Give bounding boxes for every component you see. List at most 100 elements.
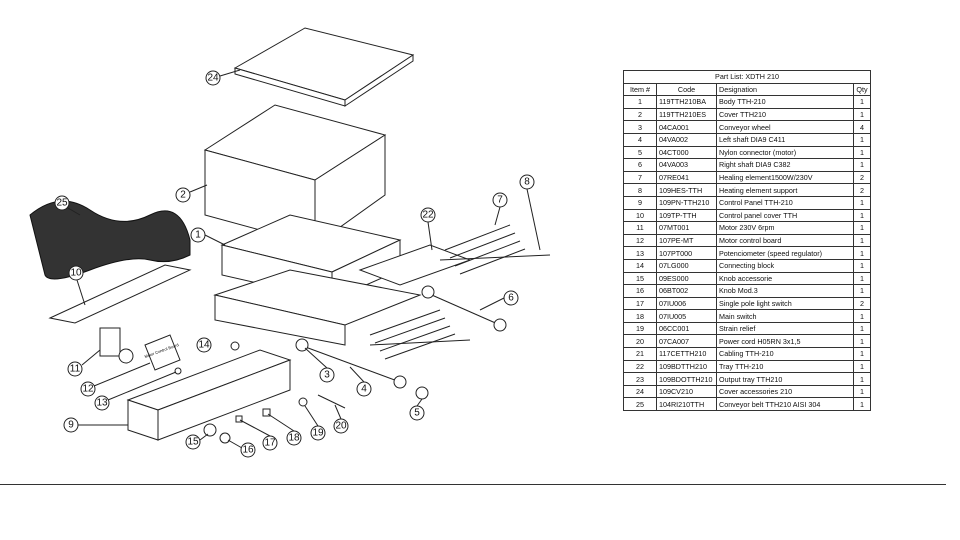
- quantity: 4: [853, 120, 871, 134]
- callout-12: 12: [80, 381, 96, 397]
- part-control-panel: [126, 349, 292, 441]
- svg-text:25: 25: [56, 198, 68, 209]
- part-knob: [219, 432, 231, 444]
- item-number: 23: [623, 372, 657, 386]
- svg-text:15: 15: [187, 437, 199, 448]
- callout-13: 13: [94, 395, 110, 411]
- part-heating-elements: [369, 224, 551, 360]
- svg-text:19: 19: [312, 428, 324, 439]
- quantity: 1: [853, 372, 871, 386]
- horizontal-rule: [0, 484, 946, 485]
- part-code: 04CT000: [656, 145, 717, 160]
- designation: Conveyor belt TTH210 AISI 304: [716, 397, 854, 412]
- designation: Motor 230V 6rpm: [716, 221, 854, 235]
- part-code: 06CC001: [656, 321, 717, 336]
- part-code: 06BT002: [656, 284, 717, 298]
- part-strain-relief: [298, 397, 308, 407]
- callout-10: 10: [68, 265, 84, 281]
- quantity: 1: [853, 397, 871, 412]
- table-title: Part List: XDTH 210: [623, 70, 871, 84]
- item-number: 4: [623, 132, 657, 147]
- designation: Knob accessorie: [716, 271, 854, 286]
- svg-text:22: 22: [422, 210, 434, 221]
- item-number: 3: [623, 120, 657, 134]
- designation: Output tray TTH210: [716, 372, 854, 386]
- svg-text:16: 16: [242, 445, 254, 456]
- item-number: 11: [623, 221, 657, 235]
- part-code: 107PT000: [656, 246, 717, 260]
- quantity: 1: [853, 221, 871, 235]
- part-code: 04VA002: [656, 132, 717, 147]
- part-knob-accessorie: [203, 423, 217, 437]
- designation: Tray TTH-210: [716, 359, 854, 374]
- callout-25: 25: [54, 195, 70, 211]
- item-number: 6: [623, 158, 657, 172]
- quantity: 1: [853, 208, 871, 223]
- svg-text:10: 10: [70, 268, 82, 279]
- quantity: 2: [853, 170, 871, 185]
- callout-2: 2: [175, 187, 191, 203]
- item-number: 19: [623, 321, 657, 336]
- quantity: 1: [853, 271, 871, 286]
- part-code: 109TP-TTH: [656, 208, 717, 223]
- header-item: Item #: [623, 82, 657, 97]
- part-code: 07IU006: [656, 296, 717, 311]
- part-motor-control-board: Motor Control Board: [144, 334, 181, 371]
- designation: Conveyor wheel: [716, 120, 854, 134]
- item-number: 9: [623, 195, 657, 210]
- part-code: 04VA003: [656, 158, 717, 172]
- item-number: 12: [623, 233, 657, 248]
- header-qty: Qty: [853, 82, 871, 97]
- designation: Connecting block: [716, 258, 854, 273]
- exploded-view-diagram: Motor Control Board 24 2 25 8 7 22 1 10 …: [29, 27, 551, 458]
- part-code: 07CA007: [656, 334, 717, 349]
- designation: Healing element1500W/230V: [716, 170, 854, 185]
- designation: Cover TTH210: [716, 107, 854, 122]
- designation: Strain relief: [716, 321, 854, 336]
- callout-20: 20: [333, 418, 349, 434]
- item-number: 5: [623, 145, 657, 160]
- part-right-shaft: [424, 291, 501, 326]
- callout-5: 5: [409, 405, 425, 421]
- part-main-switch: [262, 408, 271, 417]
- part-code: 109BDTTH210: [656, 359, 717, 374]
- designation: Single pole light switch: [716, 296, 854, 311]
- svg-text:3: 3: [324, 370, 330, 381]
- callout-15: 15: [185, 434, 201, 450]
- item-number: 24: [623, 384, 657, 399]
- part-code: 07LG000: [656, 258, 717, 273]
- svg-text:14: 14: [198, 340, 210, 351]
- quantity: 1: [853, 321, 871, 336]
- svg-text:2: 2: [180, 190, 186, 201]
- designation: Power cord H05RN 3x1,5: [716, 334, 854, 349]
- designation: Main switch: [716, 309, 854, 323]
- part-code: 07IU005: [656, 309, 717, 323]
- part-code: 09ES000: [656, 271, 717, 286]
- designation: Cover accessories 210: [716, 384, 854, 399]
- part-code: 117CETTH210: [656, 347, 717, 361]
- item-number: 20: [623, 334, 657, 349]
- part-code: 107PE-MT: [656, 233, 717, 248]
- quantity: 1: [853, 132, 871, 147]
- part-cover-accessories: [233, 27, 415, 107]
- svg-text:4: 4: [361, 384, 367, 395]
- svg-text:5: 5: [414, 408, 420, 419]
- quantity: 1: [853, 107, 871, 122]
- part-code: 104RI210TTH: [656, 397, 717, 412]
- part-left-shaft: [299, 344, 401, 383]
- svg-text:18: 18: [288, 433, 300, 444]
- quantity: 1: [853, 95, 871, 109]
